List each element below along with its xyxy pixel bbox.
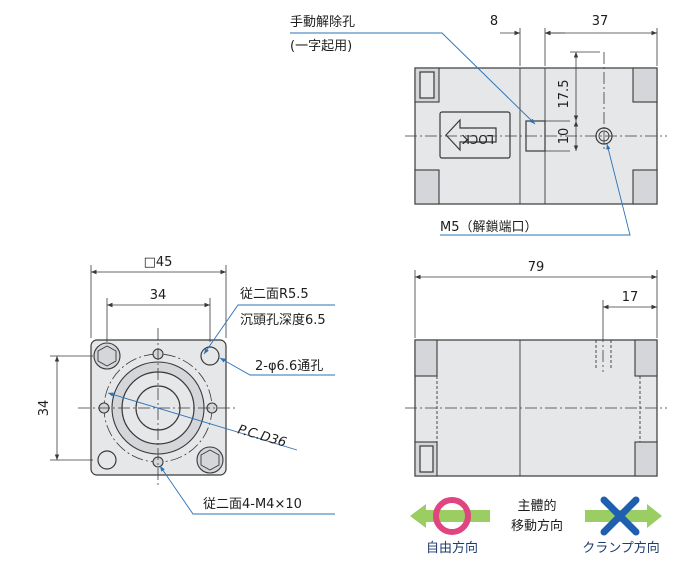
free-direction-circle-icon — [433, 497, 471, 535]
tapped-holes-label: 従二面4-M4×10 — [203, 497, 302, 512]
legend: 自由方向 主體的 移動方向 クランプ方向 — [410, 496, 662, 556]
dim-79: 79 — [528, 260, 545, 275]
side-cap-bl-inner — [419, 445, 434, 473]
clamp-direction-cross-icon — [600, 496, 640, 536]
clamp-direction-label: クランプ方向 — [582, 540, 660, 556]
top-cap-br — [632, 169, 658, 205]
lock-text: LOCK — [461, 132, 494, 146]
dim-37: 37 — [592, 14, 609, 29]
top-cap-bl — [414, 169, 440, 205]
main-body-line1: 主體的 — [517, 498, 556, 514]
front-view: □45 34 34 従二面R5.5 沉頭孔深度6.5 2-φ6.6通孔 P.C.… — [37, 255, 335, 515]
dim-34-horizontal: 34 — [150, 288, 167, 303]
dim-34-vertical: 34 — [37, 400, 52, 417]
m5-port-label: M5（解鎖端口） — [440, 219, 538, 235]
hex-socket-br-icon — [200, 449, 220, 471]
through-hole-bl — [97, 450, 117, 470]
through-holes-label: 2-φ6.6通孔 — [255, 359, 323, 374]
side-cap-br — [634, 441, 658, 477]
through-hole-tr — [200, 346, 220, 366]
hex-socket-tl-icon — [97, 345, 117, 367]
counterbore-label-1: 従二面R5.5 — [240, 287, 309, 302]
top-view: LOCK 8 37 17.5 10 手動解除孔 (一字起用) M5（解鎖端口） — [290, 14, 667, 236]
main-body-line2: 移動方向 — [511, 518, 563, 534]
dim-square-45: □45 — [144, 255, 173, 270]
free-direction-label: 自由方向 — [426, 540, 478, 556]
counterbore-label-2: 沉頭孔深度6.5 — [240, 312, 326, 328]
dim-17-5: 17.5 — [557, 80, 572, 109]
dim-17: 17 — [622, 290, 639, 305]
free-direction-arrow-icon — [410, 504, 490, 528]
side-cap-tl — [414, 339, 438, 377]
pcd-label: P.C.D36 — [236, 422, 288, 450]
top-cap-tl-inner — [419, 71, 435, 99]
manual-release-hole-sub: (一字起用) — [290, 39, 352, 54]
dim-8: 8 — [490, 14, 498, 29]
lock-arrow-icon — [445, 118, 497, 152]
side-view: 79 17 — [405, 260, 667, 477]
side-cap-tr — [634, 339, 658, 377]
manual-release-hole-label: 手動解除孔 — [290, 15, 355, 30]
dim-10: 10 — [557, 128, 572, 145]
top-cap-tr — [632, 67, 658, 103]
